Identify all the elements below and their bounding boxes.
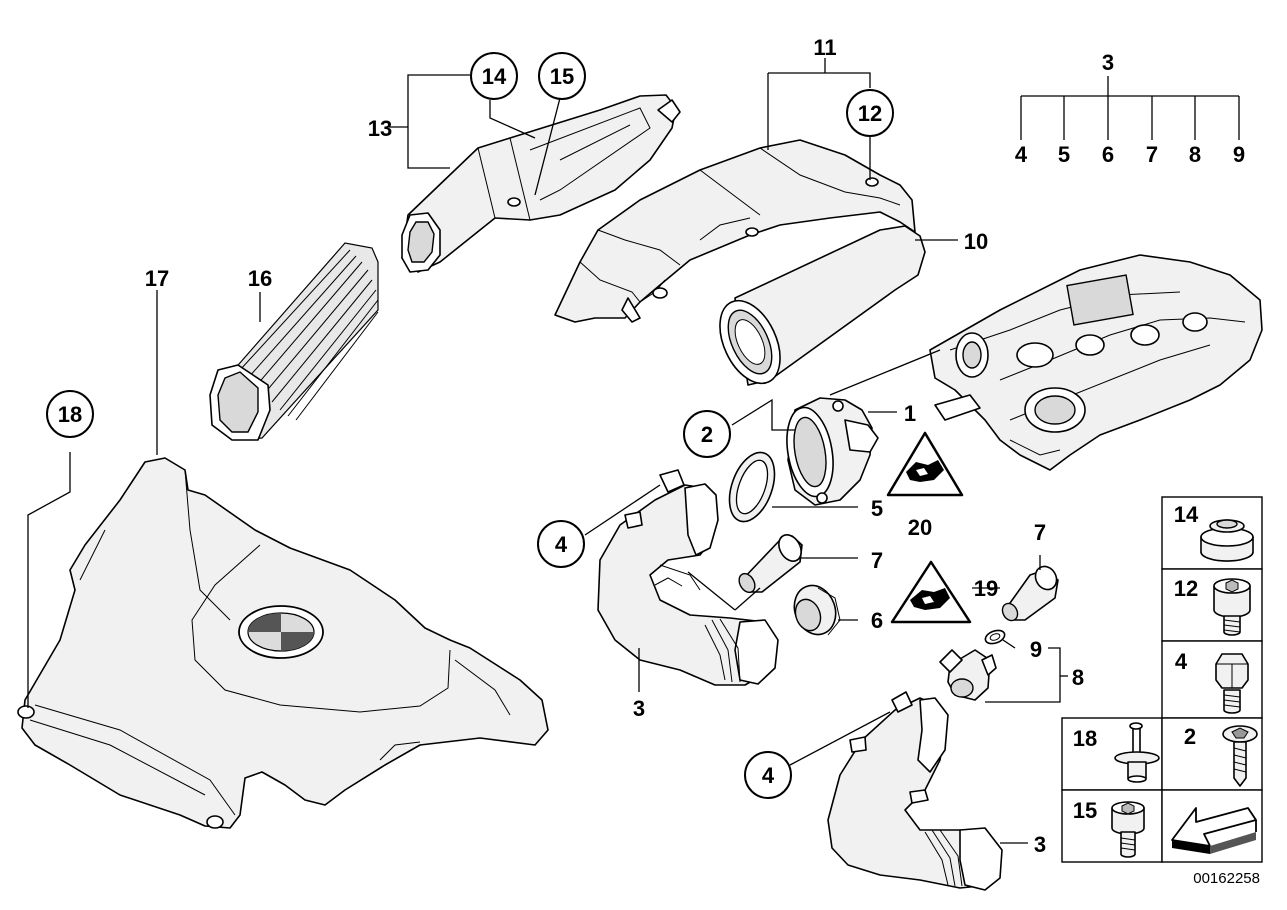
small-seal-part-9 [984, 629, 1006, 645]
label-16: 16 [248, 266, 272, 291]
label-3-middle: 3 [633, 696, 645, 721]
label-9: 9 [1030, 637, 1042, 662]
label-13: 13 [368, 116, 392, 141]
hose-stub-part-7-center [738, 534, 803, 594]
label-20: 20 [908, 515, 932, 540]
legend-label-18: 18 [1073, 726, 1097, 751]
callout-4-upper: 4 [537, 520, 585, 568]
valve-fitting-part-8 [939, 649, 997, 701]
throttle-part-1 [786, 397, 879, 506]
label-3-lower: 3 [1034, 832, 1046, 857]
leader-lines [27, 58, 1240, 844]
intake-duct-part-3-lower [827, 691, 1003, 891]
legend-label-12: 12 [1174, 576, 1198, 601]
label-5-tree: 5 [1058, 142, 1070, 167]
document-number: 00162258 [1193, 870, 1260, 887]
label-8-tree: 8 [1189, 142, 1201, 167]
air-filter-part-10 [719, 225, 926, 386]
label-4-upper: 4 [555, 532, 568, 557]
warning-label-part-20 [886, 431, 964, 497]
cylinder-head-cover [929, 254, 1263, 471]
arrow-symbol-icon [1171, 807, 1257, 854]
legend-label-4: 4 [1175, 649, 1188, 674]
label-17: 17 [145, 266, 169, 291]
hose-stub-part-7-right [1001, 565, 1059, 622]
label-1: 1 [904, 401, 916, 426]
legend-label-15: 15 [1073, 798, 1097, 823]
warning-label-part-19 [890, 560, 972, 624]
label-10: 10 [964, 229, 988, 254]
label-4-tree: 4 [1015, 142, 1028, 167]
socket-screw-small-icon [1111, 801, 1145, 858]
silencer-top-part-11 [554, 139, 916, 323]
label-2: 2 [701, 422, 713, 447]
socket-screw-icon [1213, 578, 1251, 636]
callout-12: 12 [846, 89, 894, 137]
callout-14: 14 [470, 52, 518, 100]
label-7-center: 7 [871, 548, 883, 573]
label-18: 18 [58, 402, 82, 427]
legend-label-14: 14 [1174, 502, 1199, 527]
callout-4-lower: 4 [744, 751, 792, 799]
label-11: 11 [813, 35, 836, 60]
callout-15: 15 [538, 52, 586, 100]
label-6: 6 [871, 608, 883, 633]
legend-label-2: 2 [1184, 724, 1196, 749]
grommet-part-6 [793, 584, 841, 636]
label-6-tree: 6 [1102, 142, 1114, 167]
label-8: 8 [1072, 665, 1084, 690]
torx-screw-icon [1222, 725, 1258, 787]
legend-panel: 14 12 4 18 2 15 [1061, 496, 1263, 863]
engine-cover-part-17 [17, 457, 549, 829]
intake-snorkel-part-13 [401, 94, 681, 273]
label-3-tree: 3 [1102, 50, 1114, 75]
callout-18: 18 [46, 390, 94, 438]
intake-duct-part-3-upper [597, 469, 779, 686]
bellows-part-16 [209, 242, 379, 441]
label-19: 19 [974, 576, 998, 601]
grommet-icon [1200, 519, 1254, 562]
label-4-lower: 4 [762, 763, 775, 788]
label-7-tree: 7 [1146, 142, 1158, 167]
label-15: 15 [550, 64, 574, 89]
label-7-right: 7 [1034, 520, 1046, 545]
label-9-tree: 9 [1233, 142, 1245, 167]
hex-bolt-icon [1215, 653, 1249, 714]
push-rivet-icon [1114, 722, 1160, 783]
label-14: 14 [482, 64, 507, 89]
label-12: 12 [858, 101, 882, 126]
label-5: 5 [871, 496, 883, 521]
callout-2: 2 [683, 410, 731, 458]
seal-part-5 [728, 451, 776, 523]
